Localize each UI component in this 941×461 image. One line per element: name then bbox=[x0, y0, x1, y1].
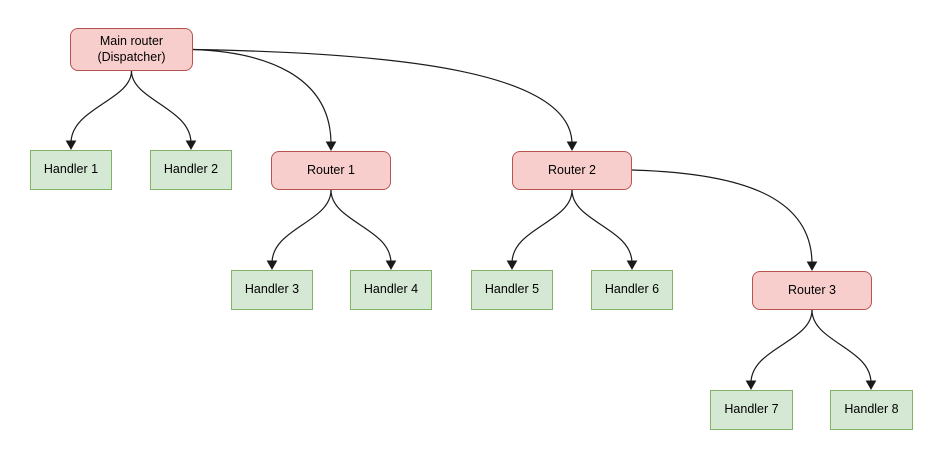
node-handler-8[interactable]: Handler 8 bbox=[830, 390, 913, 430]
arrowhead-e-main-r2 bbox=[566, 141, 578, 152]
node-handler-1[interactable]: Handler 1 bbox=[30, 150, 112, 190]
node-handler-4[interactable]: Handler 4 bbox=[350, 270, 432, 310]
node-main-router[interactable]: Main router (Dispatcher) bbox=[70, 28, 193, 71]
arrowhead-e-r3-h7 bbox=[745, 380, 757, 391]
arrowhead-e-r1-h4 bbox=[385, 260, 397, 271]
node-handler-5[interactable]: Handler 5 bbox=[471, 270, 553, 310]
node-router-1[interactable]: Router 1 bbox=[271, 151, 391, 190]
node-router-3[interactable]: Router 3 bbox=[752, 271, 872, 310]
edge-e-r2-h6 bbox=[571, 189, 633, 264]
arrowhead-e-r3-h8 bbox=[865, 380, 877, 391]
edge-e-r3-h8 bbox=[811, 309, 872, 384]
node-router-2[interactable]: Router 2 bbox=[512, 151, 632, 190]
edge-e-r1-h3 bbox=[271, 189, 332, 264]
node-handler-2[interactable]: Handler 2 bbox=[150, 150, 232, 190]
edge-e-r1-h4 bbox=[330, 189, 392, 264]
node-handler-7[interactable]: Handler 7 bbox=[710, 390, 793, 430]
edge-e-r3-h7 bbox=[750, 309, 813, 384]
arrowhead-e-r2-h5 bbox=[506, 260, 518, 271]
edge-e-main-h2 bbox=[130, 70, 192, 144]
arrowhead-e-main-h1 bbox=[65, 140, 77, 151]
arrowhead-e-r2-r3 bbox=[806, 261, 818, 272]
node-handler-6[interactable]: Handler 6 bbox=[591, 270, 673, 310]
edge-e-main-r1 bbox=[192, 48, 332, 145]
edge-e-main-h1 bbox=[70, 70, 133, 144]
edge-e-main-r2 bbox=[192, 48, 573, 145]
edge-e-r2-h5 bbox=[511, 189, 573, 264]
node-handler-3[interactable]: Handler 3 bbox=[231, 270, 313, 310]
arrowhead-e-main-r1 bbox=[325, 141, 337, 152]
arrowhead-e-r2-h6 bbox=[626, 260, 638, 271]
edge-e-r2-r3 bbox=[631, 169, 813, 265]
arrowhead-e-main-h2 bbox=[185, 140, 197, 151]
arrowhead-e-r1-h3 bbox=[266, 260, 278, 271]
